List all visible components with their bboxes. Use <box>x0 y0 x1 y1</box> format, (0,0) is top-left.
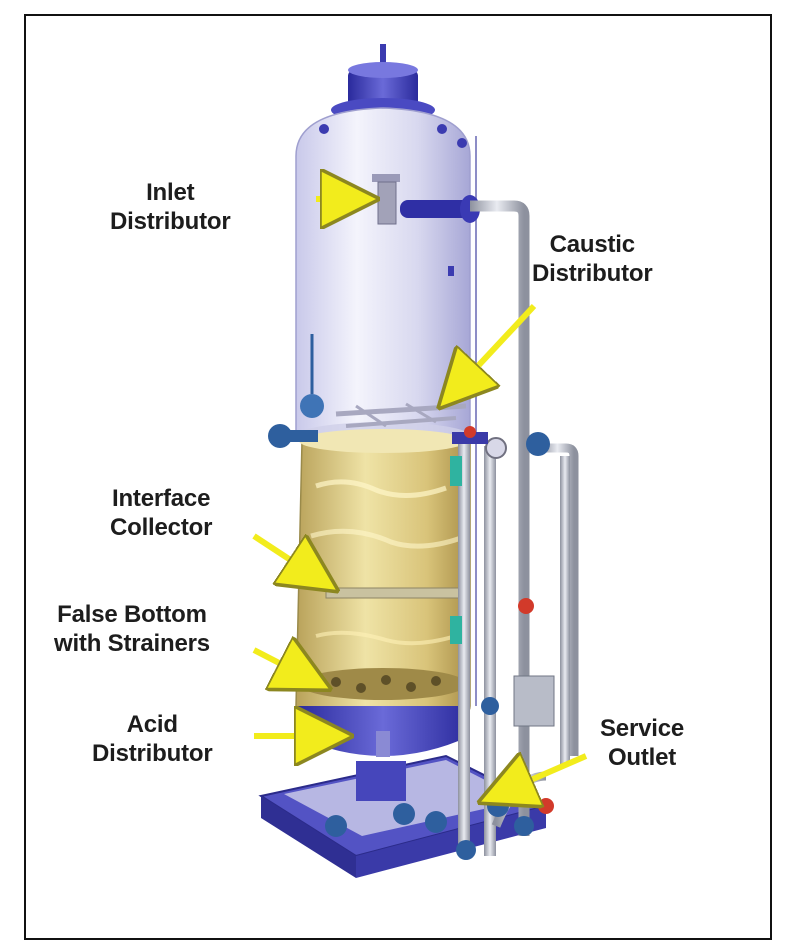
callout-arrows <box>252 199 588 796</box>
arrow-service-outlet <box>494 756 588 796</box>
label-service-line2: Outlet <box>607 744 677 771</box>
label-inlet-distributor: Inlet Distributor <box>110 178 231 236</box>
resin-bed <box>295 429 471 732</box>
label-inlet-line1: Inlet <box>146 179 195 206</box>
diagram-frame: Inlet Distributor Caustic Distributor In… <box>24 14 772 940</box>
label-inlet-line2: Distributor <box>110 208 231 235</box>
label-false-bottom-line1: False Bottom <box>57 601 207 628</box>
label-acid-distributor: Acid Distributor <box>92 710 213 768</box>
label-caustic-line2: Distributor <box>532 260 653 287</box>
label-caustic-distributor: Caustic Distributor <box>532 230 653 288</box>
mixed-bed-vessel-illustration <box>252 44 588 878</box>
label-false-bottom: False Bottom with Strainers <box>54 600 210 658</box>
label-acid-line2: Distributor <box>92 740 213 767</box>
label-caustic-line1: Caustic <box>549 231 635 258</box>
label-service-line1: Service <box>600 715 685 742</box>
label-service-outlet: Service Outlet <box>600 714 684 772</box>
arrow-caustic-distributor <box>450 303 537 396</box>
arrow-interface-collector <box>252 533 324 582</box>
label-interface-line2: Collector <box>110 514 213 541</box>
label-false-bottom-line2: with Strainers <box>54 630 210 657</box>
arrow-false-bottom <box>252 650 316 682</box>
label-interface-line1: Interface <box>111 485 211 512</box>
label-acid-line1: Acid <box>126 711 178 738</box>
label-interface-collector: Interface Collector <box>110 484 212 542</box>
